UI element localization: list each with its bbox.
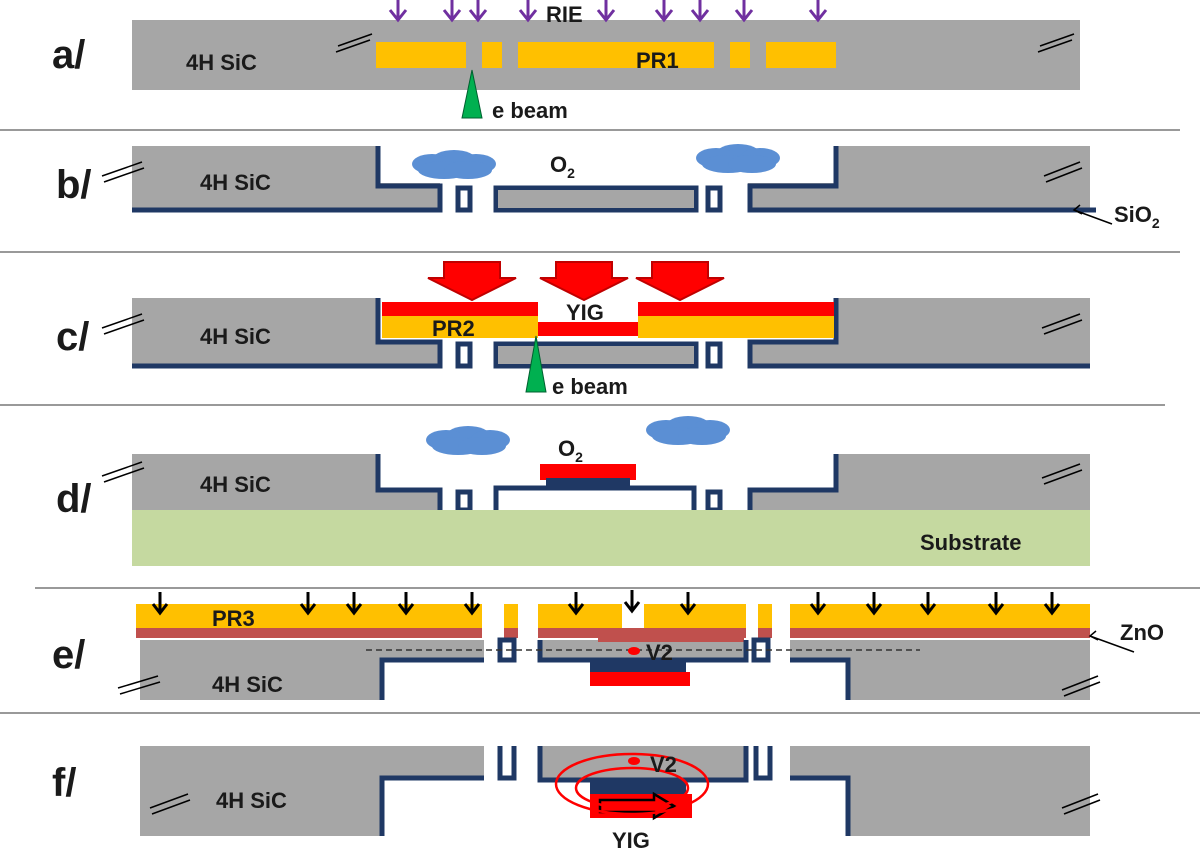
v2-defect-icon [628, 647, 640, 655]
beam-label: e beam [552, 374, 628, 399]
panel-a: a/ 4H SiC PR1 RIE e beam [52, 0, 1080, 123]
gas-label: O2 [550, 152, 575, 181]
break-mark-icon [101, 461, 1083, 485]
pr2-resist [382, 314, 834, 338]
substrate [132, 510, 1090, 566]
beam-label: e beam [492, 98, 568, 123]
panel-b-label: b/ [56, 163, 92, 207]
panel-c-label: c/ [56, 315, 89, 359]
yig-deposition-arrow-icon [427, 261, 725, 301]
material-label: 4H SiC [200, 170, 271, 195]
material-label: 4H SiC [200, 472, 271, 497]
break-mark-icon [101, 313, 1083, 335]
panel-e: e/ V [52, 588, 1164, 700]
resist-label: PR3 [212, 606, 255, 631]
e-beam-icon [525, 335, 547, 393]
break-mark-icon [101, 161, 1083, 183]
resist-label: PR1 [636, 48, 679, 73]
defect-label: V2 [650, 752, 677, 777]
panel-e-label: e/ [52, 633, 85, 677]
panel-d: d/ 4H SiC O2 Substrate [56, 416, 1090, 566]
film-label: YIG [612, 828, 650, 853]
process-label: RIE [546, 2, 583, 27]
field-line-icon [554, 752, 710, 816]
e-beam-icon [461, 69, 483, 119]
sio2-oxide [132, 146, 1096, 213]
panel-separators [0, 129, 1200, 714]
panel-f-label: f/ [52, 761, 76, 805]
zno-pointer [1089, 635, 1135, 653]
material-label: 4H SiC [186, 50, 257, 75]
yig-film [590, 672, 690, 686]
sic-wafer [132, 146, 1090, 210]
v2-defect-icon [628, 757, 640, 765]
film-label: YIG [566, 300, 604, 325]
yig-film [540, 464, 636, 480]
material-label: 4H SiC [200, 324, 271, 349]
substrate-label: Substrate [920, 530, 1021, 555]
panel-c: c/ 4H SiC PR2 YIG e beam [56, 261, 1090, 399]
defect-label: V2 [646, 640, 673, 665]
oxide-label: SiO2 [1114, 202, 1160, 231]
break-mark-icon [335, 33, 1075, 53]
panel-f: f/ V2 4H SiC YIG [52, 746, 1101, 853]
sic-wafer [132, 298, 1090, 366]
break-mark-icon [117, 675, 1101, 697]
sio2-oxide [132, 298, 1090, 369]
break-mark-icon [149, 793, 1101, 815]
material-label: 4H SiC [216, 788, 287, 813]
sic-wafer [132, 454, 1090, 510]
material-label: 4H SiC [212, 672, 283, 697]
panel-d-label: d/ [56, 477, 92, 521]
panel-a-label: a/ [52, 33, 85, 77]
pr3-resist [136, 604, 1090, 628]
layer-label: ZnO [1120, 620, 1164, 645]
rie-arrow-icon [388, 0, 828, 22]
o2-cloud-icon [412, 144, 780, 179]
gas-label: O2 [558, 436, 583, 465]
yig-film [382, 302, 834, 336]
panel-b: b/ 4H SiC O2 SiO2 [56, 144, 1160, 231]
resist-label: PR2 [432, 316, 475, 341]
pr1-resist [376, 42, 836, 68]
